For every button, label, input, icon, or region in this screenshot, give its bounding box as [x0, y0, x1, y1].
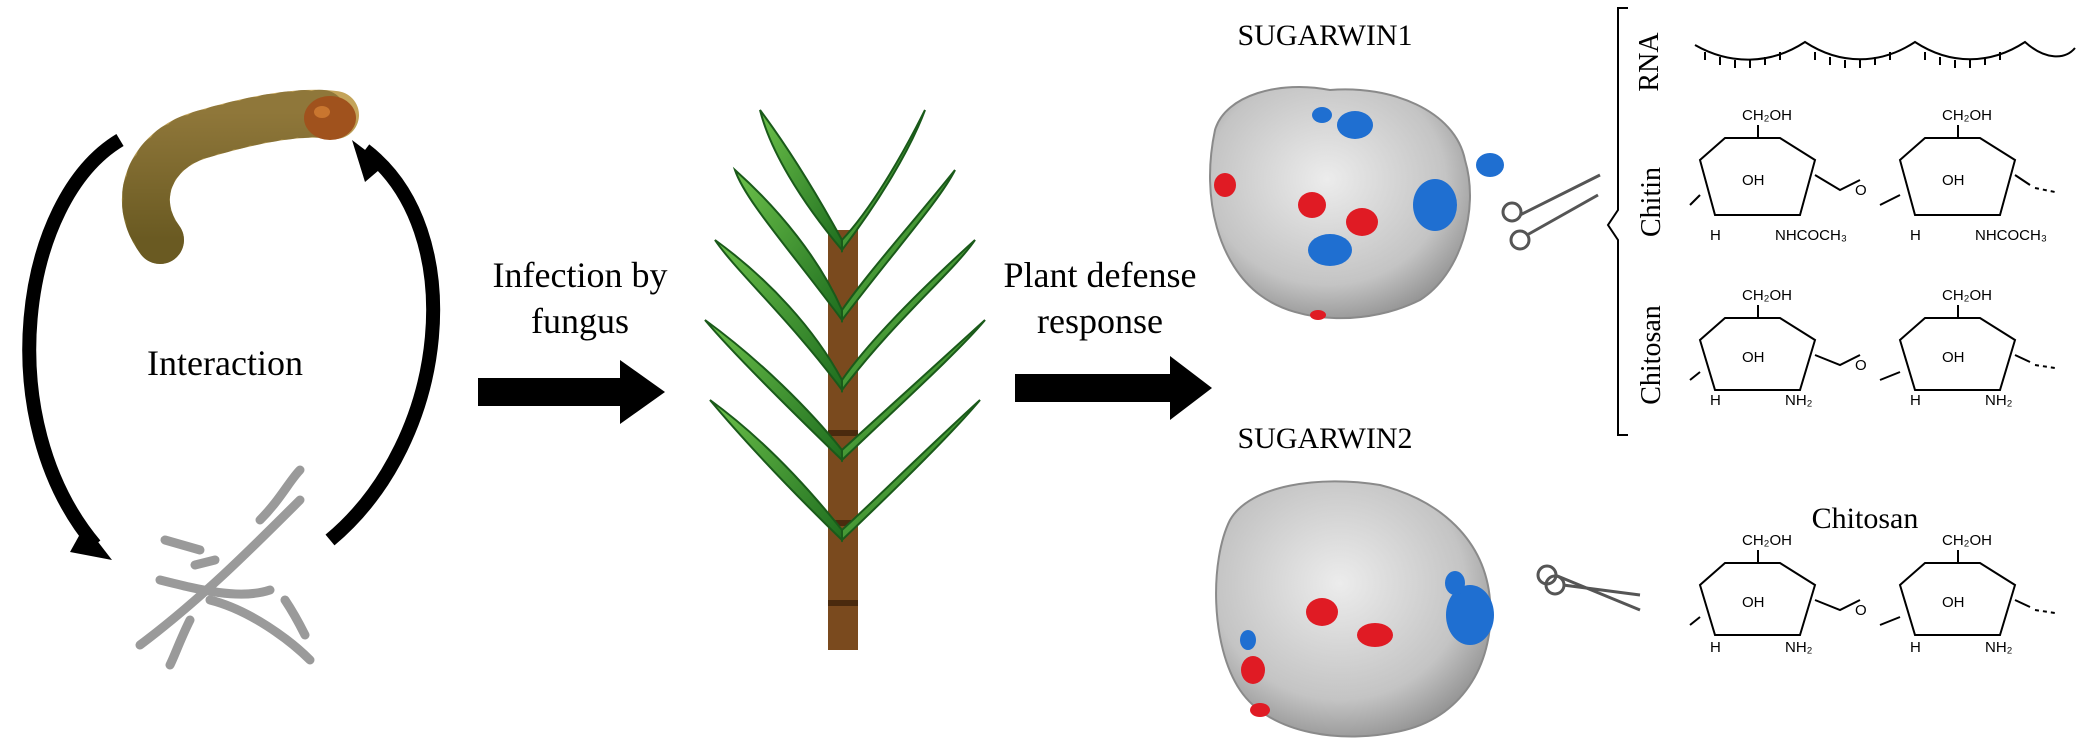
defense-label-line2: response [1037, 301, 1163, 341]
chem-label: NH₂ [1785, 639, 1813, 656]
chem-label: OH [1942, 594, 1965, 611]
rna-strand-icon [1694, 40, 2076, 68]
chem-label: NH₂ [1785, 392, 1813, 409]
chem-label: OH [1942, 349, 1965, 366]
chem-label: NH₂ [1985, 392, 2013, 409]
step-infection: Infection by fungus [478, 255, 667, 424]
cycle-arrow-icon [22, 134, 124, 550]
chem-label: CH₂OH [1742, 107, 1792, 124]
chem-label: H [1710, 392, 1721, 409]
block-arrow-icon [478, 360, 665, 424]
chem-label: NH₂ [1985, 639, 2013, 656]
fungus-hyphae-icon [135, 465, 315, 670]
sugarwin1-panel: SUGARWIN1 RNA [1209, 7, 2076, 436]
sugarcane-plant-icon [704, 109, 986, 650]
substrate-rna-label: RNA [1634, 32, 1665, 92]
chem-label: CH₂OH [1942, 532, 1992, 549]
chem-label: CH₂OH [1742, 287, 1792, 304]
chem-label: CH₂OH [1942, 107, 1992, 124]
chem-label: H [1910, 227, 1921, 244]
sugar-ring-icon [1689, 550, 1861, 636]
interaction-cycle: Interaction [22, 89, 441, 670]
defense-label-line1: Plant defense [1004, 255, 1197, 295]
cycle-arrow-head [352, 140, 385, 182]
step-defense: Plant defense response [1004, 255, 1212, 420]
scissors-icon [1536, 564, 1641, 612]
chitosan-structure: CH₂OH CH₂OH OH OH O NH₂ NH₂ H H [1689, 532, 2056, 656]
chem-label: H [1910, 392, 1921, 409]
sugar-ring-icon [1879, 305, 2056, 391]
substrate-bracket [1606, 7, 1628, 436]
sugarwin2-panel: SUGARWIN2 Chitosan [1215, 422, 2056, 738]
scissors-icon [1501, 173, 1601, 251]
infection-label-line2: fungus [531, 301, 629, 341]
sugar-ring-icon [1879, 125, 2056, 216]
cycle-arrow-icon [325, 144, 441, 546]
substrate-chitin-label: Chitin [1636, 167, 1667, 237]
protein-surface-icon [1215, 480, 1494, 738]
chem-label: O [1855, 182, 1867, 199]
sugar-ring-icon [1879, 550, 2056, 636]
chem-label: NHCOCH₃ [1775, 227, 1847, 244]
sugarwin2-substrate-label: Chitosan [1812, 502, 1919, 535]
chem-label: O [1855, 602, 1867, 619]
chem-label: OH [1742, 594, 1765, 611]
protein-surface-icon [1209, 86, 1504, 320]
sugarwin2-title: SUGARWIN2 [1237, 422, 1412, 455]
sugarwin1-title: SUGARWIN1 [1237, 19, 1412, 52]
block-arrow-icon [1015, 356, 1212, 420]
sugar-ring-icon [1689, 305, 1861, 391]
cycle-arrow-head [70, 525, 112, 560]
chem-label: H [1710, 227, 1721, 244]
chem-label: H [1710, 639, 1721, 656]
chitin-structure: CH₂OH CH₂OH OH OH O NHCOCH₃ NHCOCH₃ H H [1689, 107, 2056, 244]
interaction-label: Interaction [147, 343, 303, 383]
chem-label: H [1910, 639, 1921, 656]
chem-label: OH [1742, 349, 1765, 366]
chem-label: OH [1742, 172, 1765, 189]
chem-label: OH [1942, 172, 1965, 189]
chem-label: O [1855, 357, 1867, 374]
sugar-ring-icon [1689, 125, 1861, 216]
chitosan-structure: CH₂OH CH₂OH OH OH O NH₂ NH₂ H H [1689, 287, 2056, 409]
larva-icon [121, 89, 359, 264]
chem-label: CH₂OH [1942, 287, 1992, 304]
chem-label: NHCOCH₃ [1975, 227, 2047, 244]
infection-label-line1: Infection by [493, 255, 668, 295]
chem-label: CH₂OH [1742, 532, 1792, 549]
substrate-chitosan-label: Chitosan [1636, 305, 1667, 405]
